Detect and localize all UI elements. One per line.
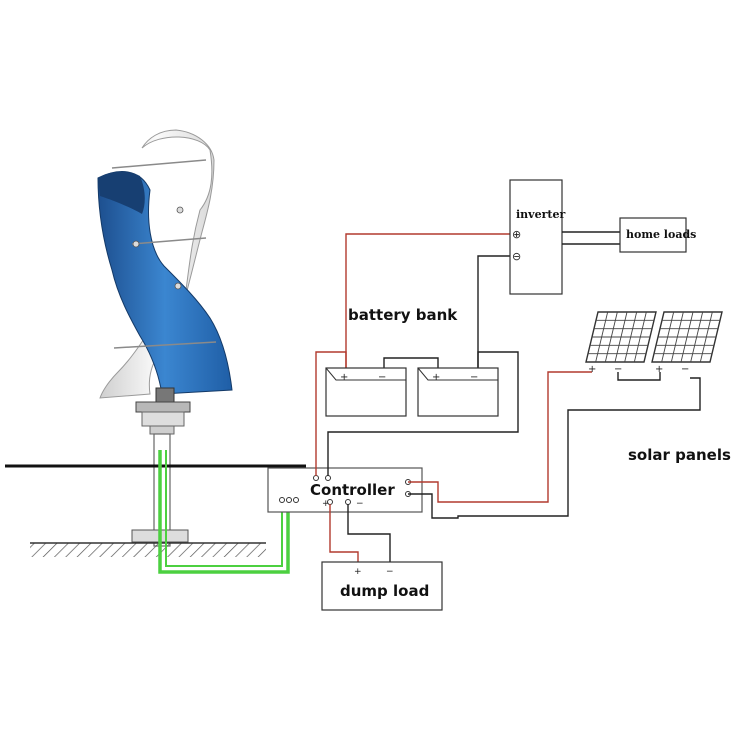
- controller-minus-sign: −: [356, 499, 364, 509]
- solar2-minus: −: [681, 364, 689, 375]
- battery2-plus: +: [432, 372, 440, 383]
- solar1-plus: +: [588, 364, 596, 375]
- solar-wires: [408, 371, 701, 519]
- controller-label: Controller: [310, 481, 395, 499]
- solar2-plus: +: [655, 364, 663, 375]
- home-loads-label: home loads: [626, 228, 696, 241]
- dump-load-wires: [329, 504, 391, 570]
- turbine-green-wire: [158, 450, 290, 574]
- battery-bank-label: battery bank: [348, 306, 458, 324]
- controller-plus-sign: +: [322, 499, 330, 509]
- battery1-minus: −: [378, 372, 386, 383]
- inverter-to-home-wires: [562, 231, 620, 245]
- dump-load-plus: +: [354, 567, 362, 577]
- dump-load-label: dump load: [340, 582, 429, 600]
- solar1-minus: −: [614, 364, 622, 375]
- inverter-plus: ⊕: [512, 228, 521, 241]
- wind-turbine-icon: [97, 129, 233, 547]
- dump-load-box: + − dump load: [321, 561, 443, 611]
- battery-wires: [315, 233, 519, 476]
- battery2-minus: −: [470, 372, 478, 383]
- inverter-label: inverter: [516, 208, 565, 221]
- ground-hatch-icon: [30, 542, 266, 557]
- battery-icon-1: + −: [325, 367, 407, 417]
- solar-terminal-signs: + − + −: [588, 364, 689, 375]
- inverter-minus: ⊖: [512, 250, 521, 263]
- controller-box: Controller + −: [267, 467, 423, 513]
- solar-panel-icon: [651, 311, 723, 363]
- solar-panels-label: solar panels: [628, 446, 731, 464]
- dump-load-minus: −: [386, 567, 394, 577]
- solar-panel-icon: [585, 311, 657, 363]
- turbine-green-wire-2: [165, 450, 283, 567]
- home-loads-box: home loads: [619, 217, 696, 253]
- battery1-plus: +: [340, 372, 348, 383]
- battery-icon-2: + −: [417, 367, 499, 417]
- inverter-box: inverter ⊕ ⊖: [509, 179, 565, 295]
